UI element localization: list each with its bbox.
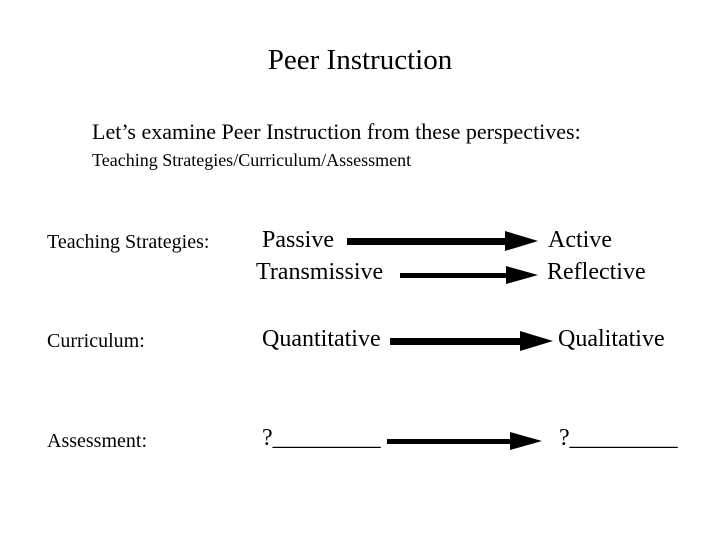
term-quantitative: Quantitative (262, 326, 381, 352)
arrow-head (505, 231, 538, 251)
term-passive: Passive (262, 227, 334, 253)
arrow-head (506, 266, 538, 284)
arrow-transmissive-to-reflective-icon (400, 266, 538, 284)
row-label-teaching-strategies: Teaching Strategies: (47, 231, 210, 253)
term-reflective: Reflective (547, 259, 646, 285)
term-transmissive: Transmissive (256, 259, 384, 285)
arrow-shaft (387, 438, 510, 444)
arrow-shaft (347, 237, 505, 245)
term-qualitative: Qualitative (558, 326, 665, 352)
arrow-quantitative-to-qualitative-icon (390, 331, 553, 351)
term-active: Active (548, 227, 612, 253)
blank-from: ?_________ (262, 425, 381, 451)
page-title: Peer Instruction (267, 44, 453, 76)
arrow-shaft (390, 337, 520, 345)
intro-subline: Teaching Strategies/Curriculum/Assessmen… (92, 150, 412, 170)
intro-line: Let’s examine Peer Instruction from thes… (92, 119, 581, 144)
arrow-shaft (400, 272, 506, 278)
row-label-assessment: Assessment: (47, 430, 147, 452)
arrow-assessment-icon (387, 432, 542, 450)
arrow-head (510, 432, 542, 450)
arrow-head (520, 331, 553, 351)
blank-to: ?_________ (559, 425, 678, 451)
arrow-passive-to-active-icon (347, 231, 538, 251)
row-label-curriculum: Curriculum: (47, 330, 145, 352)
